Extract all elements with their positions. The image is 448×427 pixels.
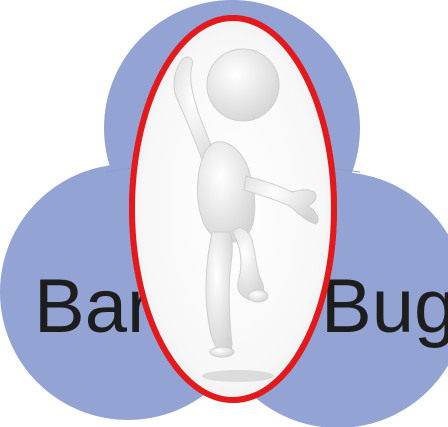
figure-shadow-front: [202, 370, 274, 382]
